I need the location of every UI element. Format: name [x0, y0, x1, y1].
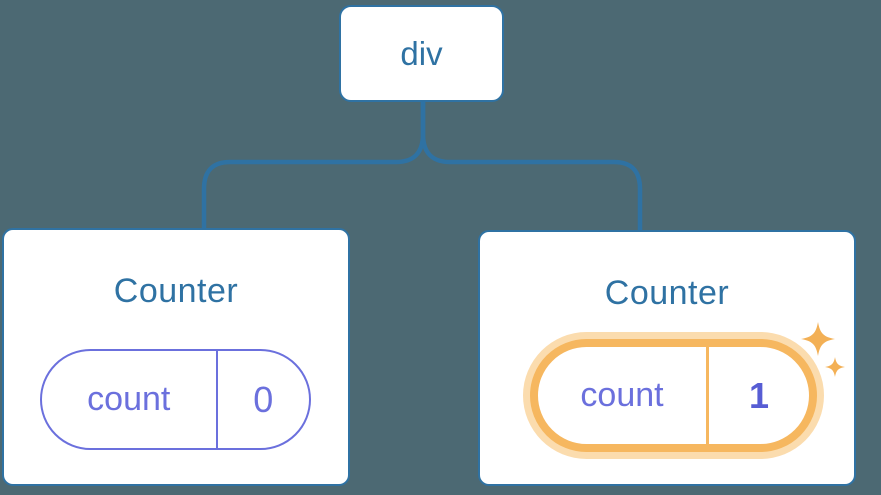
pill-divider [215, 351, 218, 448]
state-key: count [87, 380, 171, 418]
sparkle-icon [825, 357, 845, 377]
root-node-div: div [339, 5, 504, 102]
component-title: Counter [113, 272, 239, 310]
connector-left-branch [201, 102, 426, 229]
state-key: count [580, 376, 664, 414]
sparkle-icon [801, 322, 835, 356]
state-value: 1 [748, 374, 770, 416]
connector-right-branch [420, 102, 643, 231]
counter-card-left: Counter count 0 [2, 228, 350, 486]
pill-divider [706, 347, 710, 444]
state-value: 0 [253, 378, 274, 420]
counter-card-right: Counter count 1 [478, 230, 856, 486]
state-pill: count 0 [40, 349, 311, 450]
component-title: Counter [604, 274, 730, 312]
root-node-label: div [400, 34, 443, 72]
state-pill-highlighted: count 1 [530, 339, 817, 452]
